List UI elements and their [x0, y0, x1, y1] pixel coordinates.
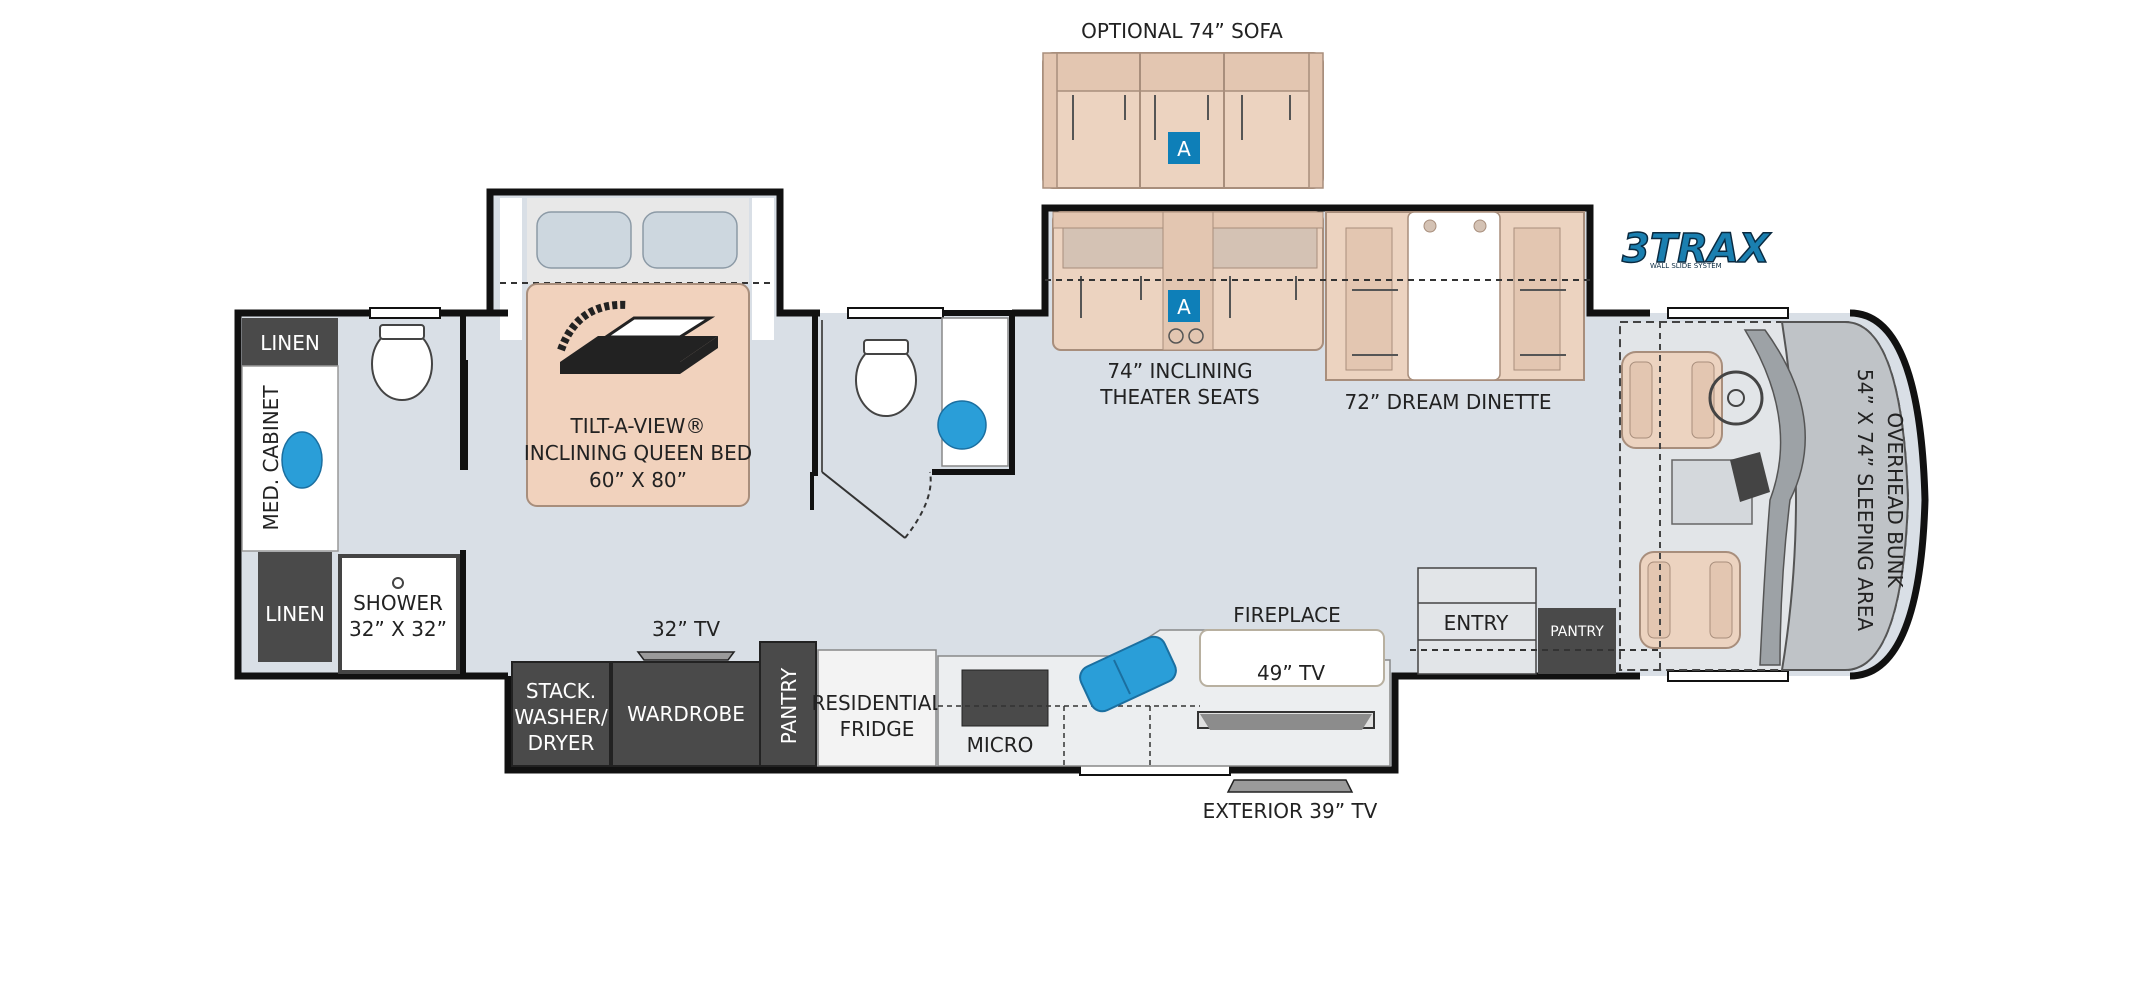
- linen-top-cabinet: [242, 318, 338, 366]
- 3trax-logo: 3TRAX WALL SLIDE SYSTEM: [1621, 225, 1772, 273]
- bed-slide-left-panel: [500, 198, 522, 340]
- shower: [338, 554, 460, 674]
- overhead-bunk-label-2: 54” X 74” SLEEPING AREA: [1853, 369, 1877, 631]
- windows: [369, 307, 1789, 776]
- svg-text:3TRAX: 3TRAX: [1622, 226, 1772, 272]
- shower-label-1: SHOWER: [353, 591, 443, 615]
- linen-top-label: LINEN: [260, 331, 320, 355]
- bed-slide-right-panel: [752, 198, 774, 340]
- washer-label-1: STACK.: [526, 679, 596, 703]
- tv-49-stand: [1200, 714, 1372, 730]
- passenger-seat: [1639, 551, 1741, 649]
- overhead-bunk-label-1: OVERHEAD BUNK: [1883, 412, 1907, 588]
- linen-bottom-label: LINEN: [265, 602, 325, 626]
- mid-bath-door: [821, 471, 906, 539]
- fridge-label-2: FRIDGE: [840, 717, 915, 741]
- seats-badge-text: A: [1177, 295, 1191, 319]
- pantry-vertical: [759, 641, 817, 767]
- dash: [1743, 329, 1806, 666]
- fireplace-label: FIREPLACE: [1233, 603, 1341, 627]
- center-console: [1671, 452, 1770, 525]
- fireplace-cabinet: [1199, 629, 1385, 687]
- exterior-walls: [234, 188, 1929, 774]
- fridge-label-1: RESIDENTIAL: [811, 691, 943, 715]
- wardrobe-label: WARDROBE: [627, 702, 745, 726]
- shower-label-2: 32” X 32”: [349, 617, 447, 641]
- washer-label-3: DRYER: [528, 731, 595, 755]
- entry-step: [1417, 567, 1537, 675]
- exterior-tv: [1226, 779, 1354, 793]
- pillow-right: [642, 211, 738, 269]
- bed-label-2: INCLINING QUEEN BED: [524, 441, 752, 465]
- sofa-badge-text: A: [1177, 137, 1191, 161]
- washer-label-2: WASHER/: [514, 705, 608, 729]
- dinette-label: 72” DREAM DINETTE: [1344, 390, 1551, 414]
- entry-label: ENTRY: [1444, 611, 1509, 635]
- tv-49-label: 49” TV: [1257, 661, 1325, 685]
- linen-bottom-cabinet: [258, 552, 332, 662]
- tv-32-mount: [636, 651, 736, 661]
- svg-text:WALL SLIDE SYSTEM: WALL SLIDE SYSTEM: [1650, 262, 1722, 270]
- front-pantry-label: PANTRY: [1550, 624, 1604, 640]
- rear-sink-basin: [281, 431, 323, 489]
- pantry-vertical-label: PANTRY: [777, 667, 801, 744]
- optional-sofa-label: OPTIONAL 74” SOFA: [1081, 19, 1283, 43]
- mid-bath-door-swing: [904, 471, 932, 539]
- wardrobe: [611, 661, 761, 767]
- rear-toilet-tank: [379, 324, 425, 340]
- mid-sink-basin: [937, 400, 987, 450]
- tilt-a-view-icon: [557, 300, 718, 374]
- theater-seats-label-1: 74” INCLINING: [1107, 359, 1252, 383]
- optional-sofa: [1042, 52, 1324, 189]
- residential-fridge: [817, 649, 937, 767]
- kitchen-sink-basin: [1079, 635, 1177, 713]
- steering-wheel-icon: [1708, 370, 1764, 426]
- pillow-left: [536, 211, 632, 269]
- theater-seats-label-2: THEATER SEATS: [1099, 385, 1260, 409]
- shower-drain: [392, 577, 404, 589]
- bed-label-1: TILT-A-VIEW®: [570, 414, 706, 438]
- driver-seat: [1621, 351, 1723, 449]
- mid-toilet-tank: [863, 339, 909, 355]
- seats-badge: [1168, 290, 1200, 322]
- microwave: [961, 669, 1049, 727]
- micro-label: MICRO: [967, 733, 1034, 757]
- washer-dryer: [511, 661, 611, 767]
- interior-walls: [460, 310, 1015, 676]
- sofa-badge: [1168, 132, 1200, 164]
- exterior-tv-label: EXTERIOR 39” TV: [1203, 799, 1378, 823]
- dream-dinette: [1325, 211, 1585, 381]
- bed-label-3: 60” X 80”: [589, 468, 687, 492]
- med-cabinet-label: MED. CABINET: [259, 385, 283, 531]
- tv-32-label: 32” TV: [652, 617, 720, 641]
- front-pantry: [1538, 608, 1616, 674]
